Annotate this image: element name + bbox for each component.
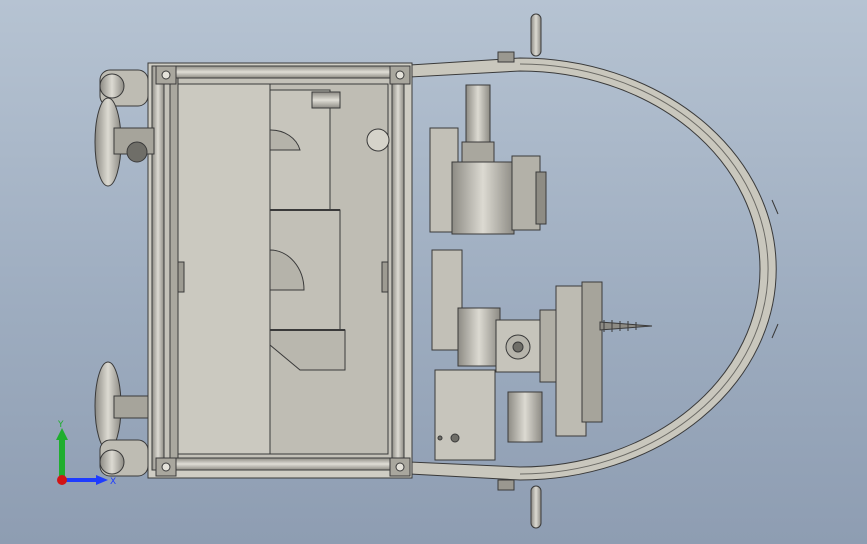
- drill-bit-icon[interactable]: [599, 320, 653, 332]
- gearbox-icon[interactable]: [431, 249, 603, 461]
- wheel-icon[interactable]: [94, 69, 155, 187]
- y-axis-label: Y: [57, 420, 64, 430]
- coordinate-triad: Y X: [56, 420, 116, 487]
- x-axis-label: X: [110, 477, 116, 487]
- inner-panel: [177, 83, 390, 455]
- wheel-icon[interactable]: [94, 361, 149, 477]
- motor-icon[interactable]: [429, 84, 547, 235]
- handle-icon[interactable]: [497, 13, 542, 63]
- y-axis-arrowhead: [56, 428, 68, 440]
- handle-icon[interactable]: [497, 479, 542, 529]
- z-axis-marker: [57, 475, 67, 485]
- x-axis-arrowhead: [96, 475, 108, 485]
